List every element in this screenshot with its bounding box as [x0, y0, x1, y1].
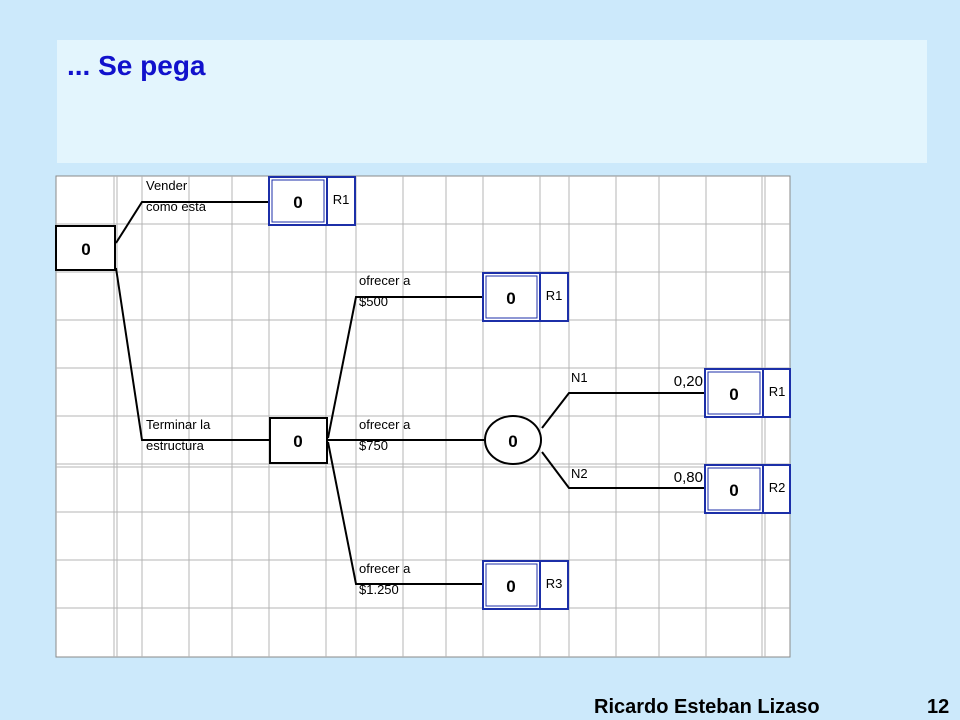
chance-node-value: 0 [508, 432, 517, 451]
decision-node-box [269, 417, 328, 464]
terminal-value-box [268, 176, 328, 226]
terminal-value-box [482, 272, 541, 322]
terminal-value-box-inner [485, 563, 538, 607]
terminal-node-ofrecer-1250: 0 R3 [482, 560, 569, 610]
branch-label-ofrecer-1250-line2: $1.250 [359, 582, 399, 597]
terminal-result-box [539, 272, 569, 322]
branch-line-ofrecer-500 [327, 296, 483, 439]
branch-label-ofrecer-500-line1: ofrecer a [359, 273, 411, 288]
terminal-value-box-inner [271, 179, 325, 223]
terminal-result-box [326, 176, 356, 226]
terminal-value: 0 [506, 289, 515, 308]
terminal-node-n2: 0 R2 [704, 464, 791, 514]
terminal-value: 0 [729, 385, 738, 404]
decision-node-value: 0 [293, 432, 302, 451]
slide-title: ... Se pega [67, 50, 206, 81]
terminal-result-box [539, 560, 569, 610]
branch-label-terminar-line1: Terminar la [146, 417, 211, 432]
probability-n1: 0,20 [674, 373, 703, 390]
branch-line-vender [115, 201, 269, 244]
branch-line-ofrecer-1250 [327, 441, 483, 585]
branch-label-terminar-line2: estructura [146, 438, 205, 453]
terminal-result-label: R3 [546, 576, 563, 591]
branch-label-n1: N1 [571, 370, 588, 385]
page-number: 12 [927, 696, 950, 718]
root-decision-value: 0 [81, 240, 90, 259]
title-panel: ... Se pega [57, 40, 927, 163]
branch-line-n1 [541, 392, 704, 429]
chance-node: 0 [484, 415, 542, 465]
terminal-node-n1: 0 R1 [704, 368, 791, 418]
branch-label-ofrecer-1250-line1: ofrecer a [359, 561, 411, 576]
terminal-value: 0 [293, 193, 302, 212]
branch-label-ofrecer-750-line1: ofrecer a [359, 417, 411, 432]
terminal-value-box [704, 368, 764, 418]
terminal-node-vender: 0 R1 [268, 176, 356, 226]
terminal-value: 0 [506, 577, 515, 596]
branch-label-n2: N2 [571, 466, 588, 481]
branch-label-vender-line1: Vender [146, 178, 188, 193]
branch-line-terminar [115, 267, 269, 441]
terminal-result-box [762, 368, 791, 418]
branch-label-ofrecer-750-line2: $750 [359, 438, 388, 453]
terminal-node-ofrecer-500: 0 R1 [482, 272, 569, 322]
terminal-value-box-inner [485, 275, 538, 319]
decision-node-terminar: 0 [269, 417, 328, 464]
terminal-result-label: R1 [769, 384, 786, 399]
root-decision-node: 0 [55, 225, 116, 271]
terminal-result-label: R1 [546, 288, 563, 303]
root-decision-box [55, 225, 116, 271]
chance-node-circle [484, 415, 542, 465]
terminal-result-label: R1 [333, 192, 350, 207]
terminal-value-box-inner [707, 467, 761, 511]
probability-n2: 0,80 [674, 469, 703, 486]
terminal-value-box-inner [707, 371, 761, 415]
terminal-result-box [762, 464, 791, 514]
footer-author: Ricardo Esteban Lizaso [594, 696, 820, 718]
branch-label-vender-line2: como está [146, 199, 207, 214]
spreadsheet-grid [55, 175, 791, 658]
terminal-result-label: R2 [769, 480, 786, 495]
terminal-value: 0 [729, 481, 738, 500]
branch-label-ofrecer-500-line2: $500 [359, 294, 388, 309]
branch-line-n2 [541, 451, 704, 489]
